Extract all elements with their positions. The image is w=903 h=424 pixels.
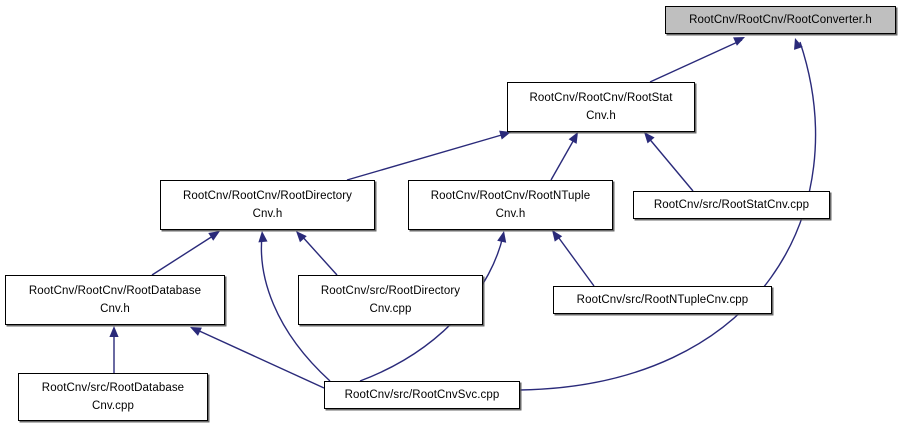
graph-arrowhead: [733, 37, 745, 46]
graph-edge-rootdirectorycnv_cpp-to-rootdirectorycnv_h: [299, 233, 338, 276]
graph-node-rootntuplecnv_h[interactable]: RootCnv/RootCnv/RootNTuple Cnv.h: [408, 180, 613, 230]
graph-node-label: RootCnv/src/RootCnvSvc.cpp: [344, 389, 500, 401]
graph-arrowhead: [190, 327, 202, 336]
graph-edge-rootcnvsvc_cpp-to-rootconverter_h: [519, 41, 817, 391]
graph-node-rootconverter_h[interactable]: RootCnv/RootCnv/RootConverter.h: [665, 6, 896, 34]
graph-arrowhead: [497, 231, 507, 243]
graph-node-rootstatcnv_cpp[interactable]: RootCnv/src/RootStatCnv.cpp: [633, 191, 830, 219]
graph-node-rootdirectorycnv_h[interactable]: RootCnv/RootCnv/RootDirectory Cnv.h: [160, 180, 375, 230]
graph-node-label: RootCnv/RootCnv/RootStat Cnv.h: [529, 92, 673, 122]
graph-edge-rootstatcnv_cpp-to-rootstatcnv_h: [646, 135, 694, 192]
graph-node-label: RootCnv/src/RootStatCnv.cpp: [653, 199, 810, 211]
graph-arrowhead: [568, 132, 578, 144]
graph-arrowhead: [208, 231, 220, 241]
graph-edge-rootstatcnv_h-to-rootconverter_h: [649, 39, 743, 83]
graph-node-rootntuplecnv_cpp[interactable]: RootCnv/src/RootNTupleCnv.cpp: [553, 286, 772, 314]
graph-arrowhead: [109, 326, 119, 337]
graph-arrowhead: [258, 231, 268, 243]
graph-edge-rootcnvsvc_cpp-to-rootdatabasecnv_h: [194, 328, 325, 389]
graph-edge-rootdatabasecnv_h-to-rootdirectorycnv_h: [151, 233, 217, 276]
graph-node-rootstatcnv_h[interactable]: RootCnv/RootCnv/RootStat Cnv.h: [507, 82, 695, 132]
graph-arrowhead: [552, 230, 563, 242]
graph-node-label: RootCnv/src/RootNTupleCnv.cpp: [576, 294, 749, 306]
graph-node-label: RootCnv/RootCnv/RootConverter.h: [689, 14, 872, 26]
graph-edge-rootdirectorycnv_h-to-rootstatcnv_h: [346, 133, 506, 181]
graph-node-label: RootCnv/src/RootDirectory Cnv.cpp: [320, 285, 461, 315]
graph-node-label: RootCnv/src/RootDatabase Cnv.cpp: [41, 382, 185, 412]
graph-node-label: RootCnv/RootCnv/RootDirectory Cnv.h: [182, 190, 353, 220]
graph-arrowhead: [296, 231, 307, 243]
graph-arrowhead: [794, 38, 803, 50]
graph-node-rootdatabasecnv_cpp[interactable]: RootCnv/src/RootDatabase Cnv.cpp: [18, 373, 208, 421]
graph-node-rootdatabasecnv_h[interactable]: RootCnv/RootCnv/RootDatabase Cnv.h: [5, 275, 225, 325]
graph-edge-rootcnvsvc_cpp-to-rootdirectorycnv_h: [260, 235, 331, 382]
graph-edge-rootntuplecnv_cpp-to-rootntuplecnv_h: [555, 233, 595, 287]
graph-node-label: RootCnv/RootCnv/RootDatabase Cnv.h: [28, 285, 202, 315]
graph-arrowhead: [499, 130, 511, 140]
graph-node-label: RootCnv/RootCnv/RootNTuple Cnv.h: [430, 190, 591, 220]
graph-edge-rootntuplecnv_h-to-rootstatcnv_h: [550, 135, 577, 181]
graph-arrowhead: [644, 132, 655, 144]
graph-node-rootcnvsvc_cpp[interactable]: RootCnv/src/RootCnvSvc.cpp: [324, 381, 520, 409]
graph-node-rootdirectorycnv_cpp[interactable]: RootCnv/src/RootDirectory Cnv.cpp: [298, 275, 483, 325]
